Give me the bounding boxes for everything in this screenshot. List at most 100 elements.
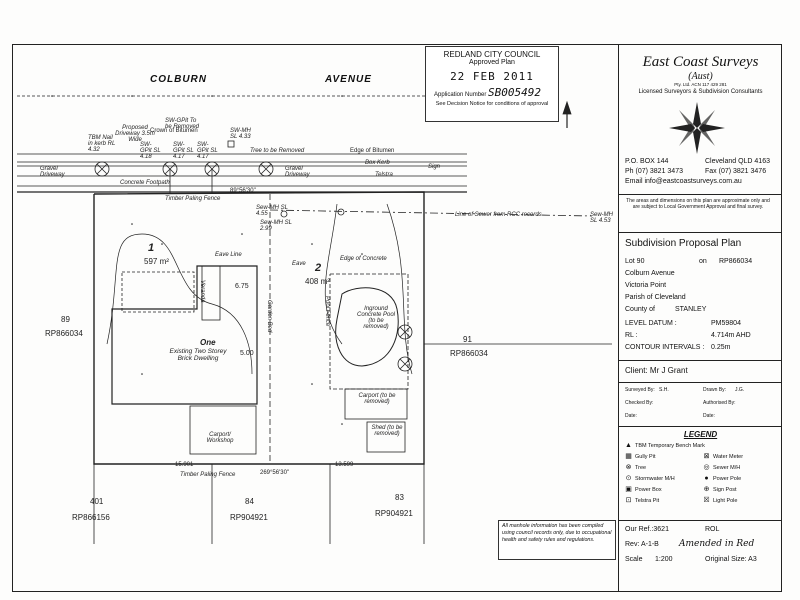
email: Email info@eastcoastsurveys.com.au (625, 178, 742, 185)
sw-mh-top-label: SW-MH SL 4.33 (230, 128, 251, 140)
lot-401-number: 401 (90, 497, 104, 506)
date-label-left: Date: (625, 413, 637, 419)
pool-fence-label: Pool Fence (324, 296, 330, 327)
lot-89-number: 89 (61, 315, 70, 324)
council-subtitle: Approved Plan (469, 59, 515, 66)
edge-bitumen-label: Edge of Bitumen (350, 148, 395, 154)
scale-label: Scale (625, 556, 643, 563)
on-label: on (699, 258, 707, 265)
plan-title: Subdivision Proposal Plan (625, 238, 742, 249)
plan-border (12, 44, 782, 592)
carport-workshop (189, 405, 257, 455)
datum-label: LEVEL DATUM : (625, 320, 677, 327)
original-size: Original Size: A3 (705, 556, 757, 563)
telstra-label: Telstra (375, 172, 393, 178)
lot-83-rp: RP904921 (375, 509, 413, 518)
dwelling-footprint (111, 265, 258, 405)
tree-icon (397, 356, 413, 372)
legend-item-sewer-mh: ◎Sewer M/H (703, 464, 741, 471)
compass-logo-icon (669, 102, 725, 154)
legend-item-telstra: ⊡Telstra Pit (625, 497, 660, 504)
tree-removed-label: Tree to be Removed (250, 148, 305, 154)
legend-item-light-pole: ☒Light Pole (703, 497, 738, 504)
surveyor-reg: Pty. Ltd. ACN 117 429 281 (674, 82, 727, 87)
tree-icon (397, 324, 413, 340)
water-meter-icon: ⊠ (703, 453, 710, 460)
ref-number: Our Ref.:3621 (625, 526, 669, 533)
date-label-right: Date: (703, 413, 715, 419)
drawn-by-value: J.G. (735, 387, 745, 393)
plan-locality: Victoria Point (625, 282, 667, 289)
lot-83-number: 83 (395, 493, 404, 502)
plan-street: Colburn Avenue (625, 270, 675, 277)
gravel-driveway-label-1: Gravel Driveway (40, 166, 65, 178)
amended-note: Amended in Red (679, 539, 755, 549)
street-name-left: COLBURN (150, 74, 207, 85)
contour-label-675: 6.75 (235, 283, 249, 290)
sw-gpit-label-3: SW-GPit SL 4.17 (197, 142, 218, 160)
legend-item-sign-post: ⊕Sign Post (703, 486, 737, 493)
footpath-label: Concrete Footpath (120, 180, 170, 186)
eave-line-label: Eave Line (215, 252, 242, 258)
lot-2-area: 408 m² (305, 277, 330, 286)
gravel-driveway-label-2: Gravel Driveway (285, 166, 310, 178)
light-pole-icon: ☒ (703, 497, 710, 504)
sew-mh-label-2: Sew-MH SL 2.99 (260, 220, 292, 232)
sw-removed-label: SW-GPit To be Removed (165, 118, 200, 130)
legend-item-gully: ▦Gully Pit (625, 453, 656, 460)
rl-value: 4.714m AHD (711, 332, 751, 339)
power-pole-icon: ● (704, 475, 709, 482)
tbm-label: TBM Nail in kerb RL 4.32 (88, 135, 116, 153)
stormwater-mh-icon: ⊙ (625, 475, 632, 482)
revision: Rev: A-1-B (625, 541, 659, 548)
council-approval-stamp: REDLAND CITY COUNCIL Approved Plan 22 FE… (425, 46, 559, 122)
sewer-line-label: Line of Sewer from RCC records (455, 212, 542, 218)
sw-gpit-label-1: SW-GPit SL 4.18 (140, 142, 161, 160)
sewer-line (269, 209, 593, 217)
application-number: Application Number SB005492 (434, 86, 542, 99)
legend-item-water-meter: ⊠Water Meter (703, 453, 744, 460)
council-note: See Decision Notice for conditions of ap… (435, 101, 549, 107)
tree-icon (94, 161, 110, 177)
sign-label: Sign (428, 164, 441, 170)
lot-1-number: 1 (148, 242, 155, 254)
title-block: East Coast Surveys (Aust) Pty. Ltd. ACN … (618, 44, 782, 592)
phone: Ph (07) 3821 3473 (625, 168, 683, 175)
telstra-pit-icon: ⊡ (625, 497, 632, 504)
city: Cleveland QLD 4163 (705, 158, 770, 165)
tree-icon (258, 161, 274, 177)
lot-1-area: 597 m² (144, 257, 169, 266)
tree-icon: ⊗ (625, 464, 632, 471)
sw-mh-icon (227, 140, 235, 148)
approval-date: 22 FEB 2011 (450, 70, 534, 83)
disclaimer: The areas and dimensions on this plan ar… (626, 198, 770, 210)
lot-label: Lot 90 (625, 258, 645, 265)
plan-parish: Parish of Cleveland (625, 294, 686, 301)
street-name-right: AVENUE (325, 74, 372, 85)
pool-label: Inground Concrete Pool (to be removed) (356, 306, 396, 330)
tree-icon (204, 161, 220, 177)
carport-workshop-label: Carport/ Workshop (206, 432, 234, 444)
gully-pit-icon: ▦ (625, 453, 632, 460)
veranda-label: Veranda (199, 280, 205, 303)
shed-removed (366, 421, 406, 453)
council-title: REDLAND CITY COUNCIL (443, 50, 541, 59)
surveyed-by-value: S.H. (659, 387, 669, 393)
carport-removed-label: Carport (to be removed) (358, 393, 396, 405)
sew-mh-label-1: Sew-MH SL 4.55 (256, 205, 288, 217)
checked-by-label: Checked By: (625, 400, 654, 406)
sew-mh-label-3: Sew-MH SL 4.53 (590, 212, 614, 224)
veranda-outline (201, 265, 221, 321)
lot-2-number: 2 (315, 262, 322, 274)
client: Client: Mr J Grant (625, 366, 688, 375)
carport-removed (344, 388, 408, 420)
pool-outline (335, 287, 399, 367)
dim-bottom-2: 13.599 (335, 462, 354, 468)
sewer-mh-icon (280, 210, 288, 218)
triangle-icon: ▲ (625, 442, 632, 449)
contour-label-5: 5.00 (240, 350, 254, 357)
legend-item-tree: ⊗Tree (625, 464, 647, 471)
site-plan-drawing (17, 95, 612, 544)
proposed-driveway-label: Proposed Driveway 3.5m Wide (115, 125, 155, 143)
